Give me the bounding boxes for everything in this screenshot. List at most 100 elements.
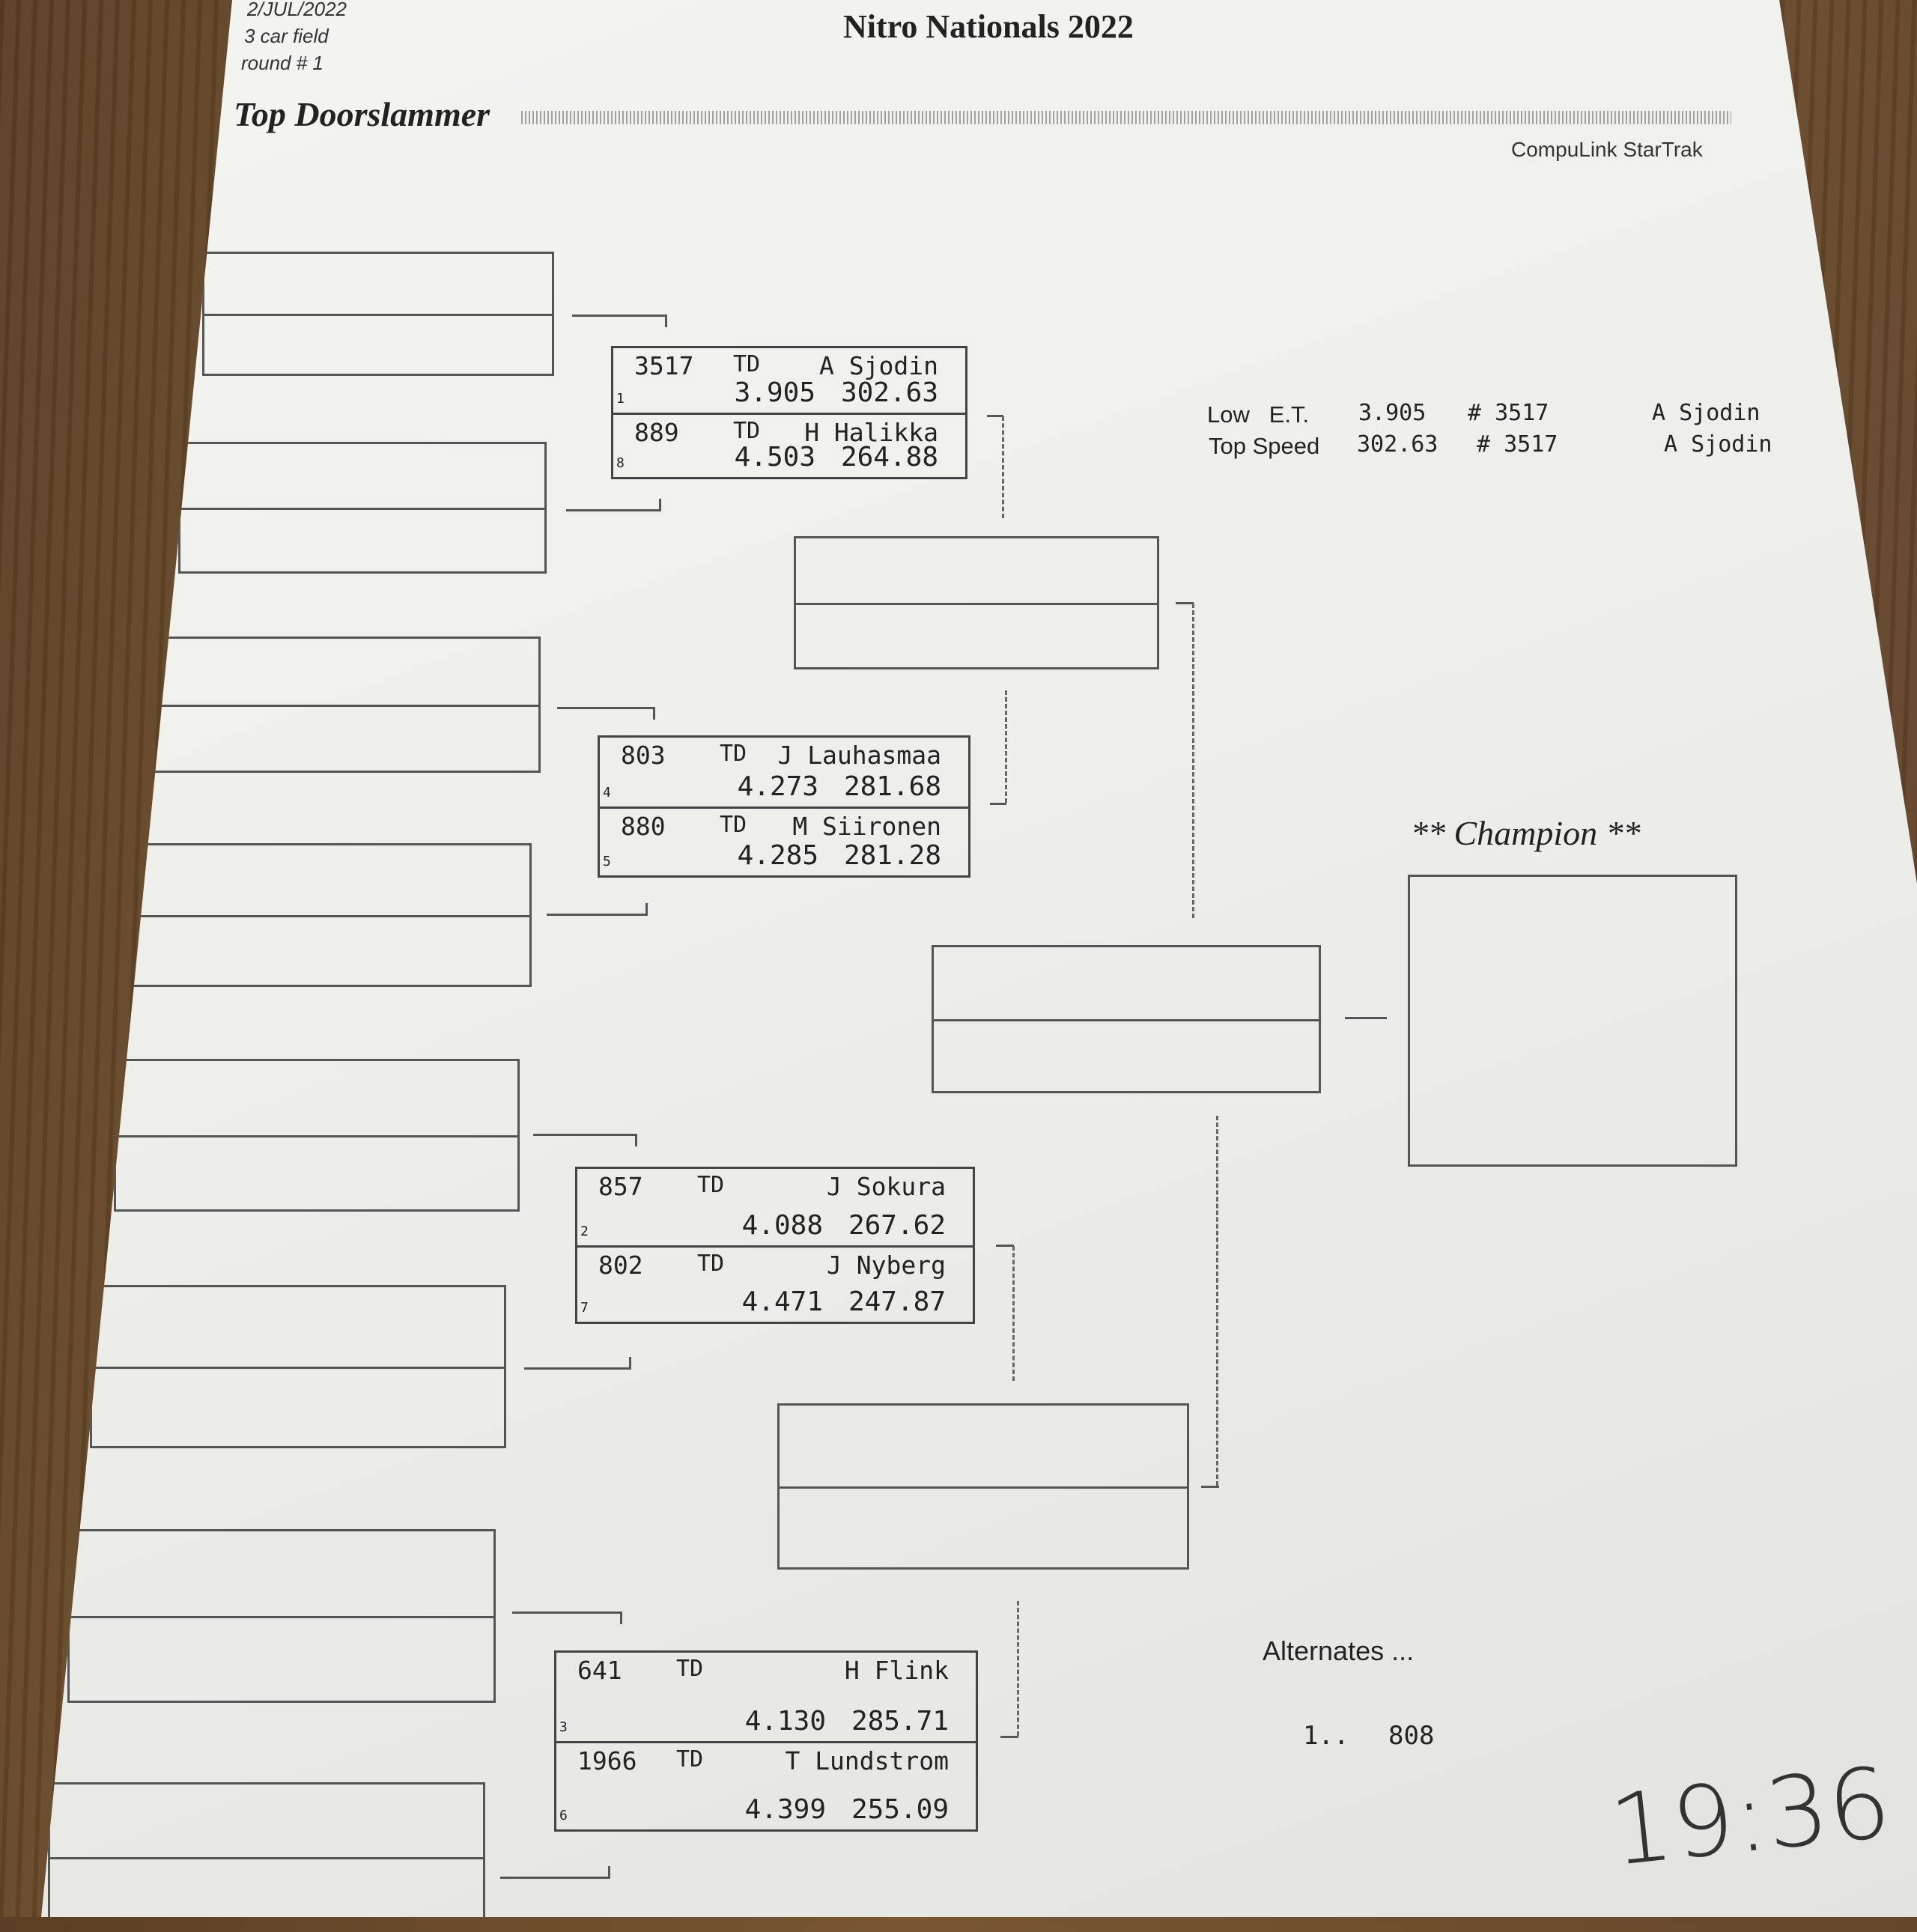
elapsed-time: 4.285 (737, 840, 818, 871)
empty-entry-box-5 (114, 1059, 520, 1212)
top-speed-label: Top Speed (1209, 433, 1320, 459)
class-code: TD (676, 1656, 704, 1682)
class-code: TD (697, 1251, 725, 1277)
connector (512, 1611, 622, 1624)
champion-label: ** Champion ** (1411, 814, 1641, 852)
empty-entry-box-1 (202, 252, 554, 376)
driver-name: J Lauhasmaa (777, 741, 941, 770)
car-number: 1966 (577, 1746, 637, 1775)
elapsed-time: 3.905 (734, 377, 815, 408)
header-rule (521, 111, 1731, 124)
field-size-text: 3 car field (244, 25, 329, 47)
low-et-value: 3.905 (1358, 400, 1427, 426)
class-title: Top Doorslammer (234, 95, 490, 133)
racer-bottom: 1966 TD T Lundstrom 6 4.399 255.09 (556, 1741, 976, 1829)
matchup-1: 3517 TD A Sjodin 1 3.905 302.63 889 TD H… (611, 346, 967, 479)
seed-number: 8 (616, 455, 625, 471)
seed-number: 6 (559, 1808, 568, 1823)
elapsed-time: 4.130 (744, 1706, 826, 1737)
alternates-label: Alternates ... (1263, 1635, 1415, 1666)
class-code: TD (733, 351, 761, 377)
dashed-connector (1216, 1116, 1218, 1486)
class-code: TD (676, 1746, 704, 1772)
connector (1201, 1486, 1219, 1488)
connector (1176, 602, 1194, 604)
low-label: Low (1207, 401, 1250, 428)
seed-number: 3 (559, 1719, 568, 1735)
semifinal-box-2 (777, 1403, 1189, 1570)
empty-entry-box-2 (178, 442, 547, 574)
car-number: 889 (634, 418, 679, 447)
date-text: 2/JUL/2022 (247, 0, 347, 20)
elapsed-time: 4.503 (734, 442, 815, 473)
matchup-4: 641 TD H Flink 3 4.130 285.71 1966 TD T … (554, 1650, 978, 1832)
seed-number: 5 (603, 854, 611, 869)
connector (572, 315, 667, 327)
seed-number: 4 (603, 785, 611, 801)
connector (524, 1357, 631, 1370)
connector (996, 1245, 1014, 1247)
racer-top: 857 TD J Sokura 2 4.088 267.62 (577, 1169, 973, 1245)
event-title: Nitro Nationals 2022 (843, 8, 1134, 45)
speed: 285.71 (851, 1706, 949, 1737)
driver-name: J Nyberg (827, 1251, 946, 1280)
racer-top: 3517 TD A Sjodin 1 3.905 302.63 (613, 348, 965, 413)
low-et-label: Low E.T. (1207, 401, 1309, 428)
elapsed-time: 4.399 (744, 1794, 826, 1825)
driver-name: H Halikka (804, 418, 938, 447)
matchup-2: 803 TD J Lauhasmaa 4 4.273 281.68 880 TD… (598, 735, 970, 878)
low-et-car: # 3517 (1468, 400, 1549, 426)
driver-name: T Lundstrom (785, 1746, 949, 1775)
connector (1345, 1017, 1387, 1019)
class-code: TD (720, 741, 747, 767)
racer-bottom: 880 TD M Siironen 5 4.285 281.28 (600, 806, 968, 875)
semifinal-box-1 (794, 536, 1159, 669)
speed: 267.62 (848, 1210, 946, 1241)
software-label: CompuLink StarTrak (1511, 138, 1703, 161)
racer-top: 803 TD J Lauhasmaa 4 4.273 281.68 (600, 738, 968, 806)
connector (533, 1134, 637, 1146)
speed: 255.09 (851, 1794, 949, 1825)
top-speed-driver: A Sjodin (1664, 431, 1772, 458)
car-number: 803 (621, 741, 666, 770)
dashed-connector (1002, 416, 1004, 518)
driver-name: H Flink (844, 1656, 949, 1685)
connector (987, 415, 1003, 417)
seed-number: 1 (616, 391, 625, 407)
top-speed-value: 302.63 (1357, 431, 1438, 458)
class-code: TD (733, 418, 761, 444)
class-code: TD (720, 812, 747, 838)
champion-box (1408, 875, 1737, 1167)
class-code: TD (697, 1172, 725, 1198)
round-text: round # 1 (241, 52, 323, 74)
handwritten-time: 19:36 (1605, 1745, 1896, 1889)
speed: 281.68 (843, 771, 941, 802)
car-number: 3517 (634, 351, 694, 380)
matchup-3: 857 TD J Sokura 2 4.088 267.62 802 TD J … (575, 1167, 975, 1324)
top-speed-car: # 3517 (1477, 431, 1558, 458)
seed-number: 7 (580, 1300, 589, 1316)
empty-entry-box-3 (153, 637, 541, 773)
empty-entry-box-8 (48, 1782, 485, 1917)
dashed-connector (1005, 690, 1007, 803)
final-box (932, 945, 1321, 1093)
car-number: 641 (577, 1656, 622, 1685)
speed: 264.88 (840, 442, 938, 473)
car-number: 880 (621, 812, 666, 841)
dashed-connector (1017, 1601, 1019, 1736)
speed: 281.28 (843, 840, 941, 871)
speed: 247.87 (848, 1287, 946, 1317)
empty-entry-box-4 (130, 843, 532, 987)
empty-entry-box-7 (67, 1529, 496, 1703)
racer-top: 641 TD H Flink 3 4.130 285.71 (556, 1653, 976, 1741)
connector (990, 803, 1006, 805)
racer-bottom: 889 TD H Halikka 8 4.503 264.88 (613, 413, 965, 477)
driver-name: M Siironen (792, 812, 941, 841)
driver-name: A Sjodin (819, 351, 938, 380)
driver-name: J Sokura (827, 1172, 946, 1201)
dashed-connector (1192, 604, 1194, 918)
elapsed-time: 4.273 (737, 771, 818, 802)
elapsed-time: 4.088 (741, 1210, 823, 1241)
connector (1000, 1736, 1018, 1738)
